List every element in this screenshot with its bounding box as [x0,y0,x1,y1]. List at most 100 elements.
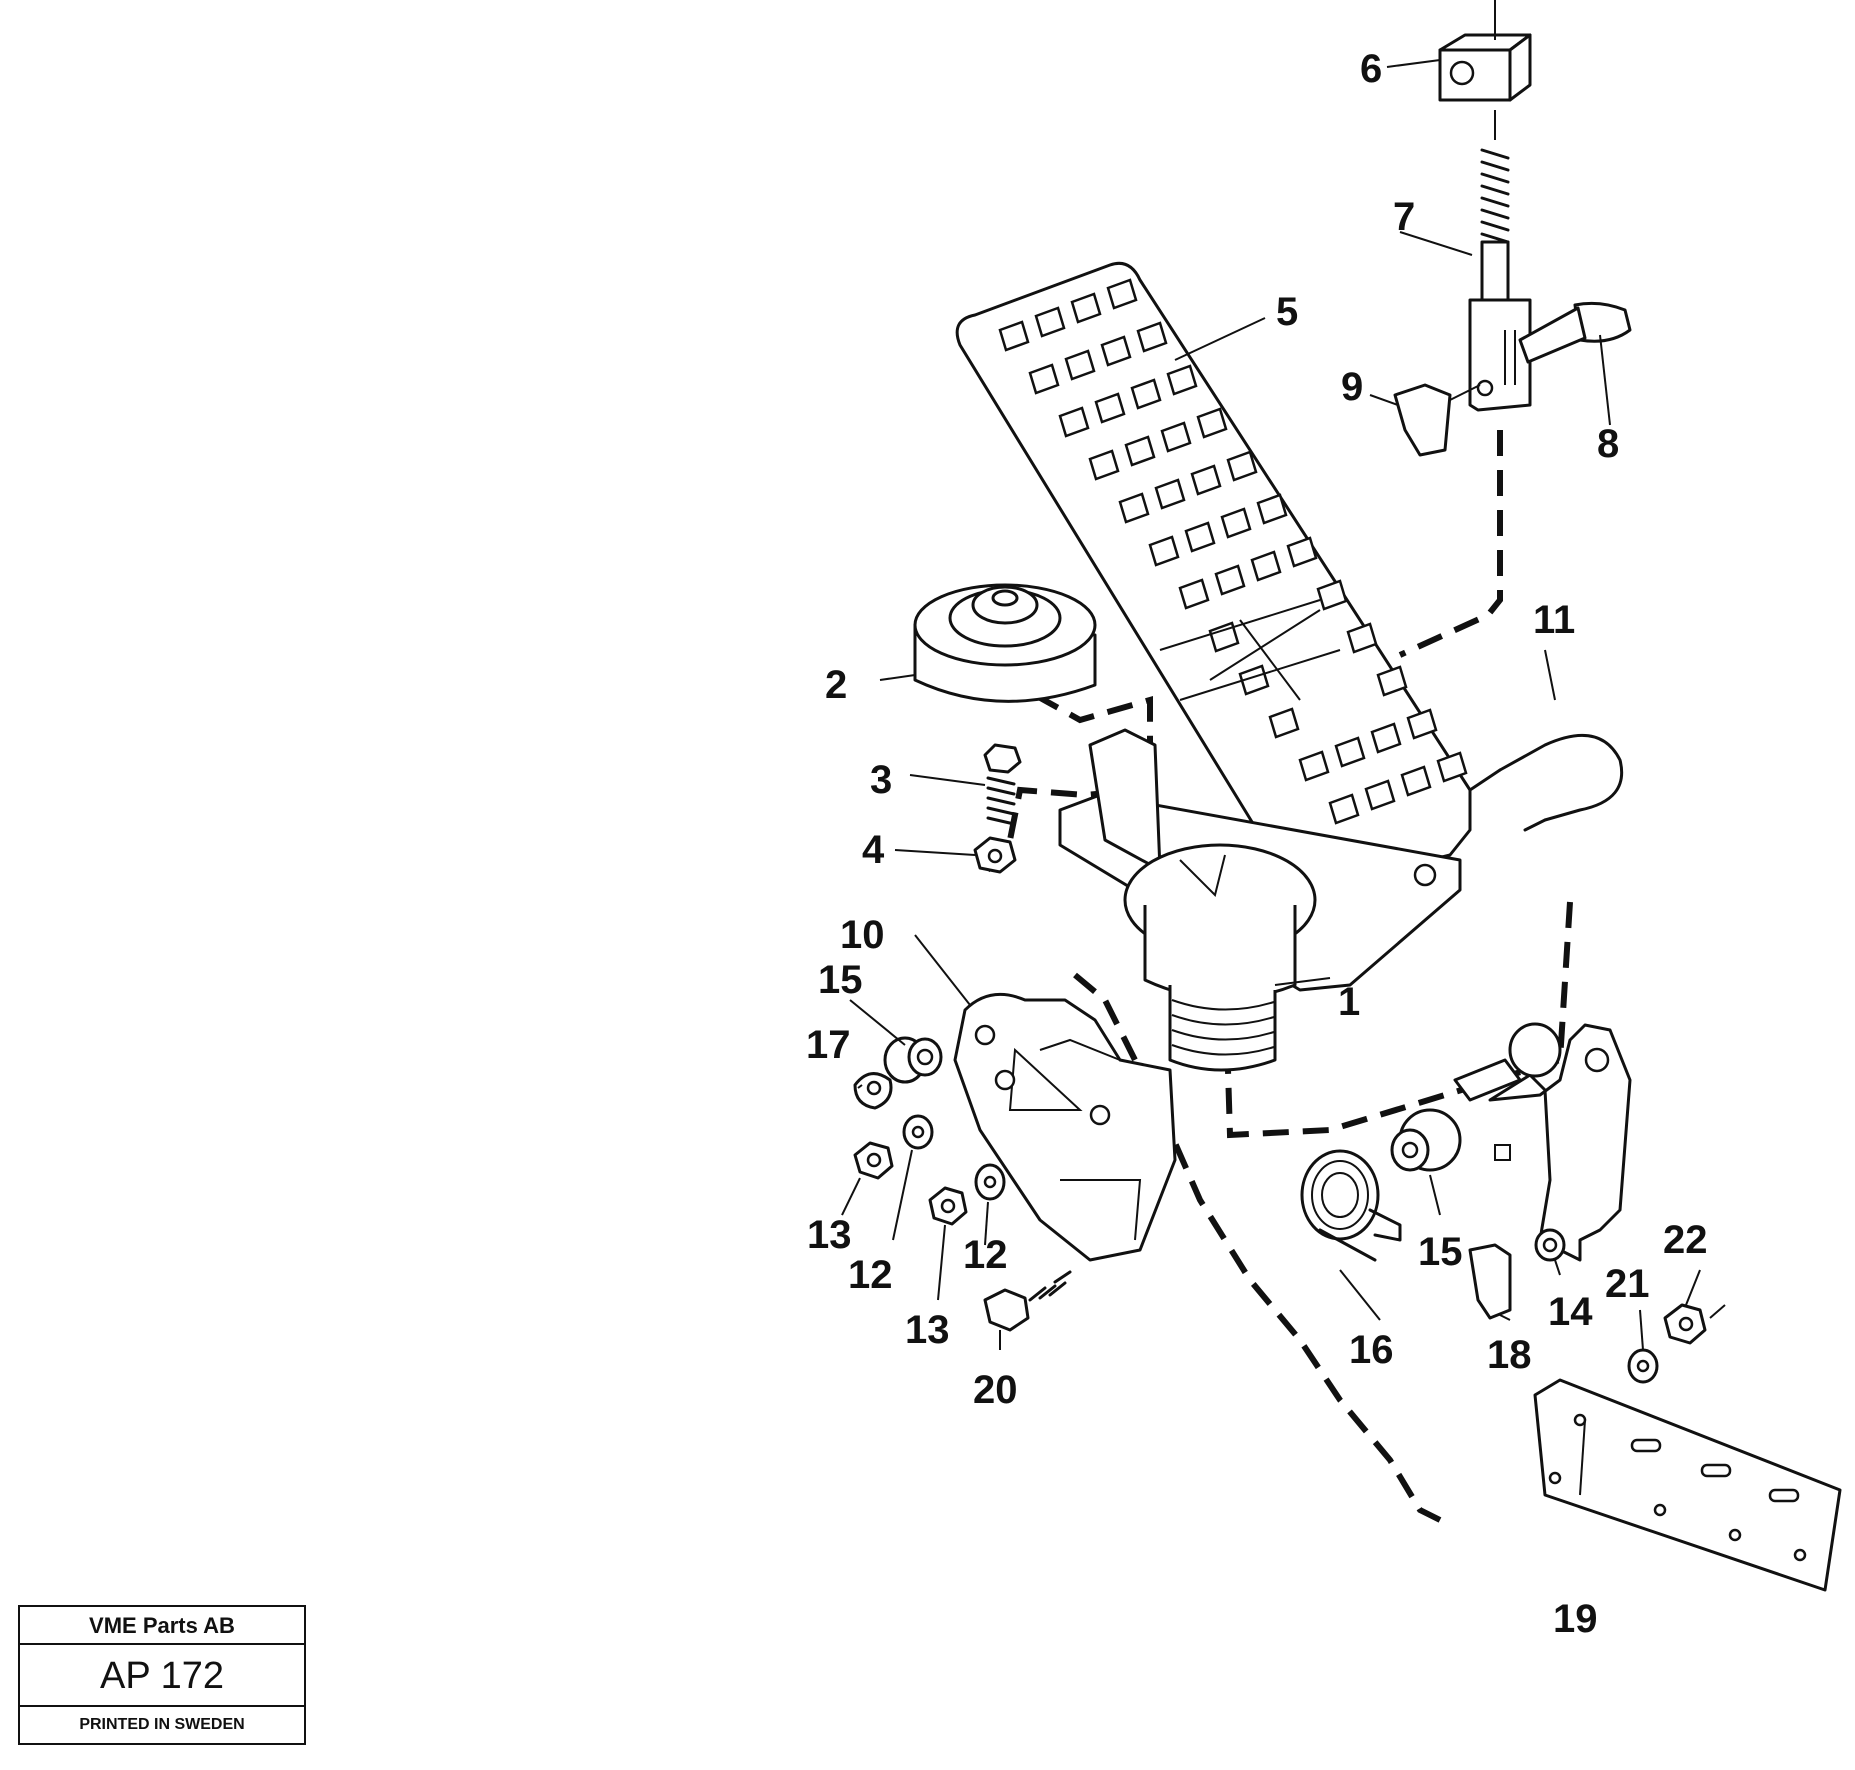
part-7-rod [1468,110,1532,412]
part-18-clip [1468,1243,1512,1320]
part-label-12-left: 12 [848,1253,893,1297]
pedal-tread-cell [1160,421,1192,453]
pedal-tread-cell [1334,736,1366,768]
pedal-tread-cell [1166,364,1198,396]
part-label-8: 8 [1597,422,1619,466]
part-label-18: 18 [1487,1333,1532,1377]
title-block-company: VME Parts AB [20,1607,304,1645]
part-21-washer [1627,1348,1659,1384]
pedal-tread-pattern [998,278,1468,825]
part-label-16: 16 [1349,1328,1394,1372]
pedal-tread-cell [1124,435,1156,467]
title-block-drawing-code: AP 172 [20,1645,304,1707]
part-1-base [1058,728,1462,1072]
part-label-5: 5 [1276,290,1298,334]
part-17-lock-washer [853,1072,893,1110]
part-label-21: 21 [1605,1262,1650,1306]
pedal-tread-cell [1376,665,1408,697]
part-label-9: 9 [1341,365,1363,409]
part-label-13-right: 13 [905,1308,950,1352]
title-block: VME Parts AB AP 172 PRINTED IN SWEDEN [18,1605,306,1745]
part-label-2: 2 [825,663,847,707]
pedal-tread-cell [998,320,1030,352]
part-label-15-left: 15 [818,958,863,1002]
pedal-tread-cell [1184,521,1216,553]
part-13-nuts [853,1141,968,1226]
pedal-tread-cell [1070,292,1102,324]
pedal-tread-cell [1436,751,1468,783]
pedal-tread-cell [1220,507,1252,539]
pedal-tread-cell [1178,578,1210,610]
leader-lines [841,59,1701,1496]
pedal-tread-cell [1028,363,1060,395]
pedal-tread-cell [1238,664,1270,696]
part-label-19: 19 [1553,1597,1598,1641]
part-label-22: 22 [1663,1218,1708,1262]
part-label-3: 3 [870,758,892,802]
part-label-15-right: 15 [1418,1230,1463,1274]
pedal-tread-cell [1298,750,1330,782]
part-label-14: 14 [1548,1290,1593,1334]
part-15-bushing-left [883,1036,943,1084]
pedal-tread-cell [1136,321,1168,353]
pedal-tread-cell [1190,464,1222,496]
pedal-tread-cell [1130,378,1162,410]
part-label-1: 1 [1338,980,1360,1024]
part-4-nut [973,836,1017,874]
part-5-pedal [955,261,1472,872]
pedal-tread-cell [1214,564,1246,596]
part-label-10: 10 [840,913,885,957]
part-label-12-right: 12 [963,1233,1008,1277]
part-6-block [1438,0,1532,102]
part-10-bracket [953,992,1177,1262]
pedal-tread-cell [1256,493,1288,525]
dashed-line-clevis-to-pedal [1398,430,1503,658]
part-label-20: 20 [973,1368,1018,1412]
pedal-tread-cell [1088,449,1120,481]
part-label-17: 17 [806,1023,851,1067]
pedal-tread-cell [1226,450,1258,482]
pedal-tread-cell [1148,535,1180,567]
pedal-tread-cell [1208,621,1240,653]
part-label-7: 7 [1393,195,1415,239]
part-22-nut [1663,1303,1726,1345]
pedal-tread-cell [1406,708,1438,740]
dashed-line-to-plate [1073,972,1442,1523]
part-label-13-left: 13 [807,1213,852,1257]
pedal-tread-cell [1268,707,1300,739]
pedal-tread-cell [1364,779,1396,811]
dashed-line-bracket-loop [1225,901,1573,1139]
pedal-tread-cell [1250,550,1282,582]
part-3-screw [983,743,1022,826]
pedal-tread-cell [1034,306,1066,338]
pedal-tread-cell [1106,278,1138,310]
pedal-tread-cell [1064,349,1096,381]
part-12-washers [902,1114,1006,1201]
part-16-torsion-spring [1300,1149,1402,1262]
part-label-6: 6 [1360,47,1382,91]
part-11-u-spring [1468,733,1624,832]
pedal-tread-cell [1100,335,1132,367]
pedal-tread-cell [1286,536,1318,568]
pedal-tread-cell [1118,492,1150,524]
part-15-bushing-right [1390,1108,1462,1172]
pedal-tread-cell [1328,793,1360,825]
part-19-plate [1533,1378,1842,1592]
pedal-tread-cell [1316,579,1348,611]
part-label-4: 4 [862,828,885,872]
part-8-bolt [1518,301,1632,364]
part-14-lever-bracket [1453,1022,1632,1262]
part-20-bolt [983,1270,1072,1332]
pedal-tread-cell [1400,765,1432,797]
pedal-tread-cell [1370,722,1402,754]
pedal-tread-cell [1094,392,1126,424]
part-2-cap [913,583,1097,703]
pedal-tread-cell [1196,407,1228,439]
pedal-tread-cell [1154,478,1186,510]
pedal-tread-cell [1058,406,1090,438]
part-9-clip [1393,383,1481,457]
part-label-11: 11 [1533,598,1575,642]
pedal-tread-cell [1346,622,1378,654]
